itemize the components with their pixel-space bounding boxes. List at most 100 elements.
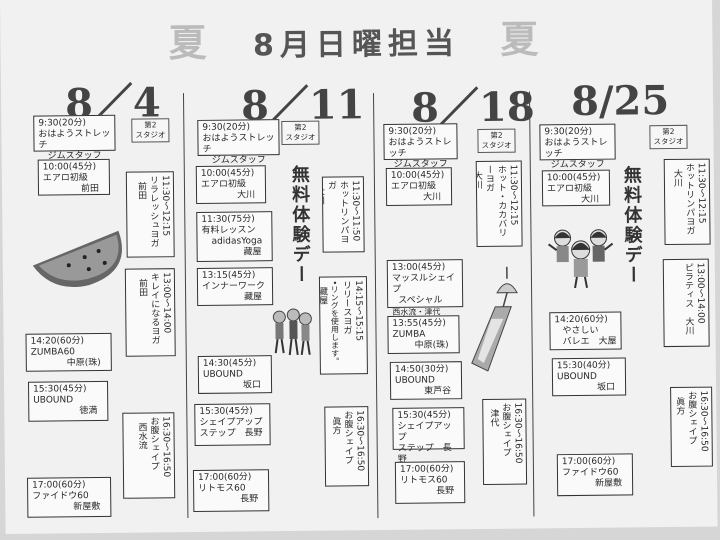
class-name: ファイドウ60 [561, 467, 619, 479]
studio2-class-box: 16:30〜16:50 お腹シェイプ 眞方 [670, 386, 713, 467]
class-time: 11:30〜12:15 [159, 175, 171, 237]
class-name: リリースヨガ [340, 280, 352, 335]
class-instructor: 新屋敷 [73, 501, 101, 513]
class-time: 17:00(60分) [32, 480, 86, 491]
class-name: おはようストレッチ [202, 133, 275, 155]
class-box: 15:30(40分) UBOUND 坂口 [551, 357, 627, 397]
class-name: おはようストレッチ [388, 137, 452, 159]
studio2-class-box: 11:30〜11:50 ホットリンパヨガ 大川 [321, 176, 365, 253]
class-box: 9:30(20分) おはようストレッチ ジムスタッフ [383, 123, 458, 170]
class-instructor: 坂口 [597, 382, 616, 393]
title-deco-right: 夏 [500, 17, 545, 62]
class-instructor: 津代 [488, 408, 499, 427]
class-time: 11:30〜12:15 [507, 164, 519, 226]
class-name: マッスルシェイプ [391, 273, 456, 295]
class-name: 有料レッスン [201, 225, 256, 236]
class-instructor: 長野 [436, 486, 455, 497]
class-instructor: 新屋敷 [595, 478, 623, 489]
class-name: キレイになるヨガ [148, 272, 160, 345]
class-instructor: 藏屋 [243, 247, 262, 258]
class-box: 14:30(45分) UBOUND 坂口 [197, 355, 273, 394]
class-box: 10:00(45分) エアロ初級 大川 [385, 167, 453, 206]
class-time: 9:30(20分) [202, 122, 251, 133]
class-time: 14:50(30分) [394, 364, 449, 375]
studio2-class-box: 11:30〜12:15 リラレッシュヨガ 前田 [125, 171, 175, 258]
class-box: 10:00(45分) エアロ初級 大川 [541, 169, 611, 207]
class-sub: バレエ 大屋 [562, 336, 617, 348]
studio2-class-box: 14:15〜15:15 リリースヨガ •リングを使用します。 藏屋 [318, 276, 368, 375]
class-time: 13:00〜14:00 [160, 272, 172, 334]
class-instructor: 前田 [135, 181, 147, 200]
class-time: 10:00(45分) [200, 168, 255, 179]
class-time: 17:00(60分) [561, 456, 616, 468]
class-time: 16:30〜16:50 [698, 390, 709, 452]
class-time: 13:00(45分) [391, 262, 446, 273]
class-box: 15:30(45分) シェイプアップ ステップ 長野 [194, 403, 271, 446]
class-instructor: 大川 [475, 170, 483, 190]
class-box: 13:55(45分) ZUMBA 中原(珠) [387, 315, 460, 354]
class-name: インナーワーク [201, 281, 266, 292]
wind-chime-illustration [471, 266, 518, 372]
people-illustration [272, 308, 312, 356]
studio-label: 第2 スタジオ [131, 118, 170, 143]
class-box: 17:00(60分) リトモス60 長野 [192, 469, 270, 513]
class-box: 10:00(45分) エアロ初級 大川 [195, 165, 267, 204]
class-instructor: 大川 [671, 168, 682, 187]
class-time: 14:30(45分) [202, 358, 257, 369]
column-divider [528, 91, 535, 517]
class-name: お腹シェイプ [500, 402, 511, 457]
class-name: やさしい [562, 325, 599, 337]
class-box: 11:30(75分) 有料レッスン adidasYoga 藏屋 [196, 211, 273, 262]
class-instructor: 徳満 [79, 406, 98, 417]
studio2-class-box: 13:00〜14:00 ピラティス 大川 [662, 258, 710, 348]
class-time: 14:20(60分) [554, 314, 608, 326]
class-instructor: 長野 [240, 494, 259, 505]
class-instructor: 大川 [423, 192, 442, 203]
class-instructor: 前田 [136, 278, 148, 297]
class-name: ファイドウ60 [32, 491, 89, 502]
class-instructor: 大川 [321, 186, 325, 205]
class-instructor: 眞方 [674, 396, 685, 415]
class-time: 11:30〜11:50 [349, 180, 361, 242]
class-name: ホットリンパヨガ [683, 162, 695, 235]
class-box: 17:00(60分) リトモス60 長野 [394, 461, 466, 504]
class-instructor: 坂口 [242, 380, 262, 391]
page-title: 夏 8月日曜担当 夏 [0, 7, 713, 69]
class-box: 14:20(60分) ZUMBA60 中原(珠) [25, 332, 112, 372]
studio-label: 第2 スタジオ [477, 128, 516, 154]
class-name: エアロ初級 [200, 179, 247, 190]
class-name: エアロ初級 [42, 173, 88, 184]
class-sub: ステップ 長野 [199, 428, 263, 439]
class-name: ZUMBA [392, 329, 426, 340]
class-name: お腹シェイプ [342, 410, 353, 465]
class-time: 16:30〜16:50 [512, 402, 523, 464]
column-divider [372, 93, 379, 519]
class-name: エアロ初級 [546, 183, 593, 195]
class-time: 9:30(20分) [388, 126, 437, 137]
class-instructor: 藏屋 [244, 292, 263, 303]
class-instructor: 西水流 [136, 422, 147, 450]
class-box: 9:30(20分) おはようストレッチ ジムスタッフ [33, 114, 116, 162]
studio2-class-box: 11:30〜12:15 ホット・カカバリーヨガ 大川 [475, 160, 523, 248]
class-box: 15:30(45分) シェイプアップ ステップ 長野 [392, 407, 465, 465]
class-box: 17:00(60分) ファイドウ60 新屋敷 [556, 453, 634, 497]
class-time: 9:30(20分) [38, 118, 87, 129]
class-name: ホットリンパヨガ [325, 180, 349, 244]
class-name: UBOUND [556, 371, 597, 383]
class-time: 9:30(20分) [544, 126, 593, 138]
class-name: ZUMBA60 [30, 347, 76, 358]
class-name: UBOUND [202, 369, 243, 380]
free-trial-banner: 無料体験デー [288, 164, 311, 285]
class-box: 9:30(20分) おはようストレッチ ジムスタッフ [539, 123, 616, 170]
class-time: 10:00(45分) [546, 172, 601, 184]
class-name: ホット・カカバリーヨガ [483, 164, 507, 237]
class-time: 15:30(45分) [199, 406, 253, 417]
class-time: 16:30〜16:50 [160, 416, 172, 478]
class-time: 10:00(45分) [390, 170, 445, 181]
class-name: シェイプアップ [397, 421, 452, 443]
studio2-class-box: 16:30〜16:50 お腹シェイプ 津代 [482, 398, 528, 485]
class-note: •リングを使用します。 [329, 280, 340, 366]
class-sub: スペシャル [398, 295, 443, 306]
class-time: 17:00(60分) [197, 472, 252, 483]
class-instructor: 中原(珠) [414, 340, 449, 351]
